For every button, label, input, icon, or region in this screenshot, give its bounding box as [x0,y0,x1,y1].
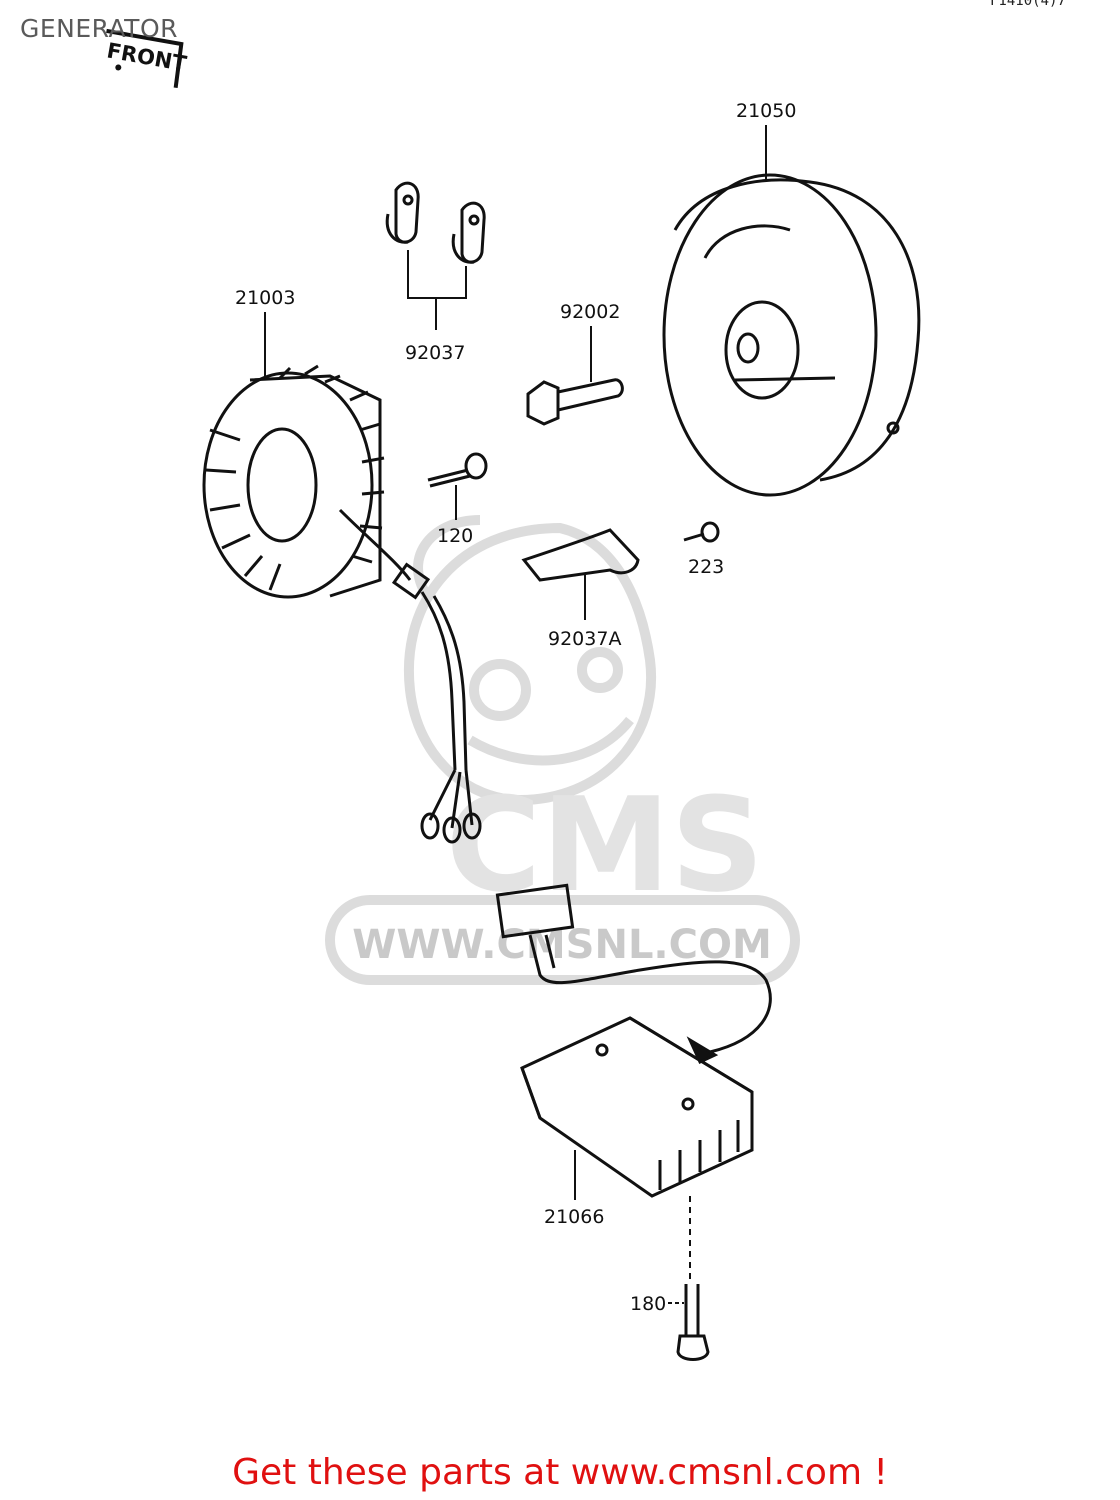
part-label-21050: 21050 [736,100,796,122]
watermark-text: CMS WWW.CMSNL.COM [352,769,772,968]
screw-120-part [427,452,488,488]
part-label-92002: 92002 [560,301,620,323]
watermark-brand: CMS [446,769,764,921]
part-label-21066: 21066 [544,1206,604,1228]
part-label-92037: 92037 [405,342,465,364]
part-label-223: 223 [688,556,724,578]
bolt-180-part [676,1284,710,1361]
part-label-120: 120 [437,525,473,547]
regulator-rectifier-part [495,883,772,1198]
page-title: GENERATOR [20,14,179,43]
screw-223-part [683,521,720,543]
diagram-ref-code: F1410(4)7 [990,0,1066,9]
part-label-180: 180 [630,1293,666,1315]
watermark [325,515,800,985]
clamp-92037-part [385,181,486,264]
stator-part [202,364,385,599]
part-label-21003: 21003 [235,287,295,309]
footer-cta-link[interactable]: Get these parts at www.cmsnl.com ! [232,1452,888,1493]
flywheel-rotor-part [662,173,921,497]
bolt-92002-part [526,378,624,426]
stator-harness [338,508,482,844]
part-labels: 21050 92037 21003 92002 120 223 92037A 2… [235,100,796,1315]
clamp-92037a-part [521,528,640,582]
part-label-92037A: 92037A [548,628,621,650]
